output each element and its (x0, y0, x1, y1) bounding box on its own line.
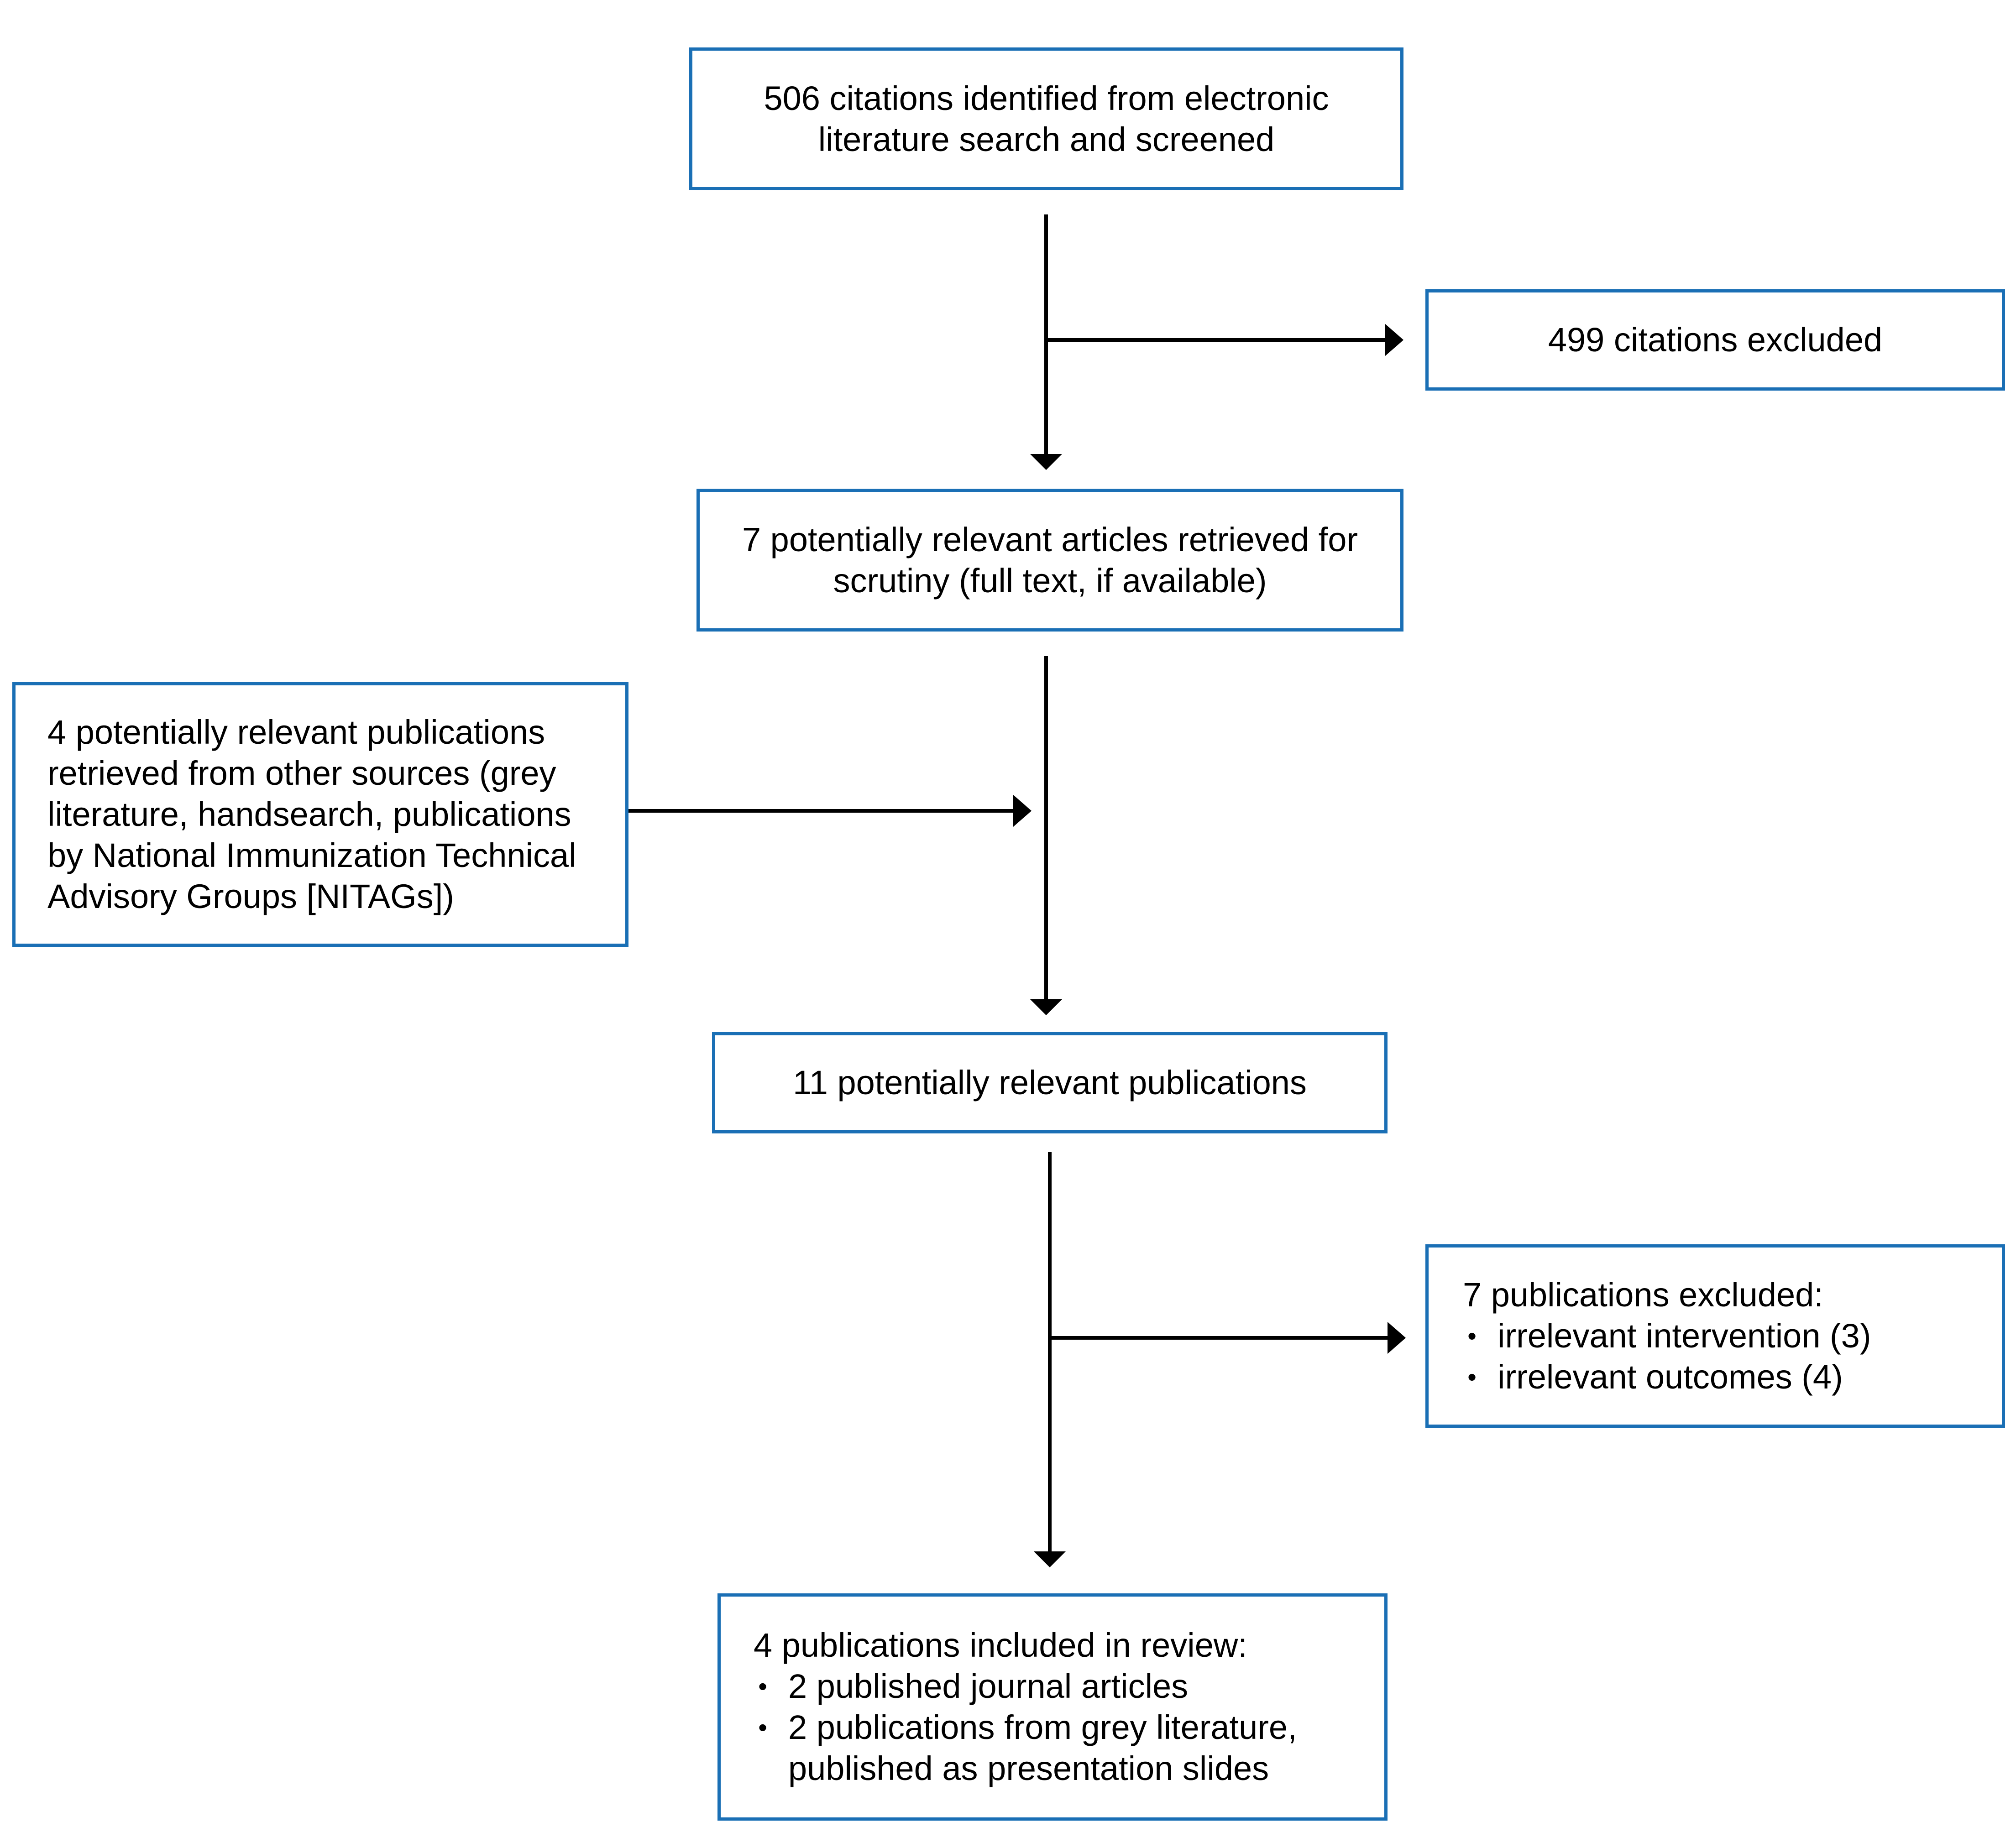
search-line-1: 506 citations identified from electronic (764, 79, 1329, 117)
other-sources-box: 4 potentially relevant publications retr… (12, 682, 628, 947)
potentially-relevant-line: 11 potentially relevant publications (793, 1064, 1307, 1101)
other-sources-line-3: literature, handsearch, publications (47, 795, 571, 833)
arrowhead-relevant (1030, 999, 1062, 1015)
included-item-line: 2 publications from grey literature, (788, 1708, 1297, 1746)
arrowhead-excluded-citations (1385, 324, 1403, 356)
included-item-line: 2 published journal articles (788, 1667, 1189, 1705)
arrowhead-included (1034, 1551, 1066, 1567)
other-sources-line-1: 4 potentially relevant publications (47, 713, 545, 751)
other-sources-line-5: Advisory Groups [NITAGs]) (47, 877, 454, 915)
excluded-publications-heading: 7 publications excluded: (1463, 1276, 1823, 1314)
bullet-icon: • (758, 1713, 767, 1742)
excluded-reason: irrelevant outcomes (4) (1498, 1358, 1843, 1396)
bullet-icon: • (1467, 1362, 1477, 1391)
search-line-2: literature search and screened (818, 120, 1275, 158)
included-heading: 4 publications included in review: (754, 1626, 1247, 1664)
retrieved-line-1: 7 potentially relevant articles retrieve… (742, 520, 1358, 559)
retrieved-line-2: scrutiny (full text, if available) (833, 561, 1267, 600)
other-sources-line-4: by National Immunization Technical (47, 836, 576, 874)
bullet-icon: • (1467, 1321, 1477, 1350)
list-item: • 2 publications from grey literature, p… (754, 1707, 1297, 1789)
included-item-line: published as presentation slides (788, 1749, 1269, 1787)
potentially-relevant-box: 11 potentially relevant publications (712, 1032, 1388, 1133)
retrieved-box: 7 potentially relevant articles retrieve… (696, 489, 1403, 632)
list-item: • irrelevant outcomes (4) (1463, 1357, 1871, 1398)
search-box: 506 citations identified from electronic… (689, 47, 1403, 190)
list-item: • irrelevant intervention (3) (1463, 1315, 1871, 1357)
excluded-reason: irrelevant intervention (3) (1498, 1317, 1871, 1355)
included-box: 4 publications included in review: • 2 p… (717, 1593, 1388, 1821)
bullet-icon: • (758, 1672, 767, 1701)
excluded-reasons-list: • irrelevant intervention (3) • irreleva… (1463, 1315, 1871, 1398)
arrowhead-retrieved (1030, 454, 1062, 470)
excluded-publications-box: 7 publications excluded: • irrelevant in… (1425, 1244, 2005, 1428)
other-sources-line-2: retrieved from other sources (grey (47, 754, 556, 792)
arrowhead-excluded-publications (1388, 1322, 1406, 1354)
excluded-citations-line: 499 citations excluded (1548, 321, 1883, 359)
included-list: • 2 published journal articles • 2 publi… (754, 1666, 1297, 1789)
arrowhead-other-sources (1013, 795, 1032, 827)
list-item: • 2 published journal articles (754, 1666, 1297, 1707)
excluded-citations-box: 499 citations excluded (1425, 289, 2005, 391)
